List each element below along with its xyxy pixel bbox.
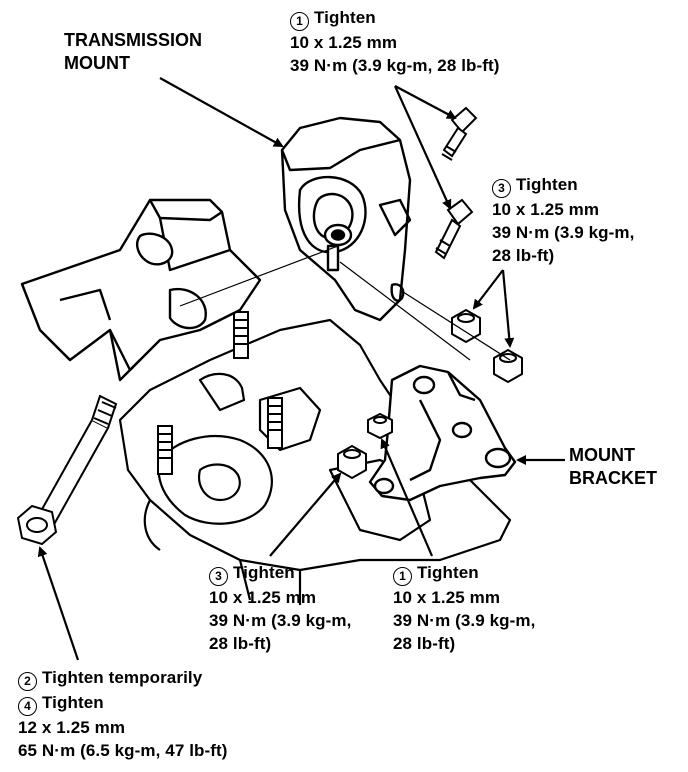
callout-bottom-right-heading: 1 Tighten: [393, 561, 535, 586]
transmission-mount-label-line-1: TRANSMISSION: [64, 30, 203, 50]
callout-bottom-right-torque: 39 N·m (3.9 kg-m,: [393, 611, 536, 630]
step-number-badge: 1: [290, 12, 309, 31]
callout-top-heading: 1 Tighten: [290, 6, 500, 31]
callout-right-action: Tighten: [516, 175, 578, 194]
mount-bracket-label-line-2: BRACKET: [569, 468, 657, 488]
callout-bottom-middle-torque: 39 N·m (3.9 kg-m,: [209, 611, 352, 630]
mount-bracket-label-line-1: MOUNT: [569, 445, 635, 465]
callout-bottom-middle-size: 10 x 1.25 mm: [209, 588, 317, 607]
transmission-mount: [280, 116, 412, 322]
callout-top-size: 10 x 1.25 mm: [290, 33, 398, 52]
transmission-mount-label: TRANSMISSION MOUNT: [64, 29, 202, 75]
callout-bottom-middle-heading: 3 Tighten: [209, 561, 351, 586]
callout-bottom-left-action-b: Tighten: [42, 693, 104, 712]
callout-right-torque: 39 N·m (3.9 kg-m,: [492, 223, 635, 242]
callout-bottom-left-size: 12 x 1.25 mm: [18, 718, 126, 737]
callout-bottom-right-action: Tighten: [417, 563, 479, 582]
frame-bracket: [20, 198, 262, 382]
step-number-badge: 1: [393, 567, 412, 586]
callout-top: 1 Tighten 10 x 1.25 mm 39 N·m (3.9 kg-m, …: [290, 6, 500, 77]
mount-bracket: [368, 364, 517, 502]
callout-top-action: Tighten: [314, 8, 376, 27]
callout-bottom-middle-torque-cont: 28 lb-ft): [209, 634, 272, 653]
callout-bottom-left-heading-b: 4 Tighten: [18, 691, 228, 716]
callout-bottom-right-size: 10 x 1.25 mm: [393, 588, 501, 607]
transmission-studs: [157, 311, 283, 475]
nuts: [337, 308, 523, 480]
callout-bottom-middle-action: Tighten: [233, 563, 295, 582]
callout-top-torque: 39 N·m (3.9 kg-m, 28 lb-ft): [290, 56, 500, 75]
transmission-mount-label-line-2: MOUNT: [64, 53, 130, 73]
assembly-guide-lines: [179, 245, 511, 361]
mount-bracket-label: MOUNT BRACKET: [569, 444, 657, 490]
step-number-badge: 3: [209, 567, 228, 586]
long-bolt: [16, 394, 118, 546]
callout-bottom-left-heading-a: 2 Tighten temporarily: [18, 666, 228, 691]
callout-bottom-right-torque-cont: 28 lb-ft): [393, 634, 456, 653]
step-number-badge: 4: [18, 697, 37, 716]
step-number-badge: 2: [18, 672, 37, 691]
callout-right-heading: 3 Tighten: [492, 173, 634, 198]
callout-bottom-left: 2 Tighten temporarily 4 Tighten 12 x 1.25 …: [18, 666, 228, 762]
callout-bottom-left-torque: 65 N·m (6.5 kg-m, 47 lb-ft): [18, 741, 228, 760]
step-number-badge: 3: [492, 179, 511, 198]
callout-arrows: [37, 77, 565, 661]
callout-right-torque-cont: 28 lb-ft): [492, 246, 555, 265]
callout-right-size: 10 x 1.25 mm: [492, 200, 600, 219]
callout-bottom-left-action-a: Tighten temporarily: [42, 668, 203, 687]
mount-bolts: [434, 106, 478, 260]
